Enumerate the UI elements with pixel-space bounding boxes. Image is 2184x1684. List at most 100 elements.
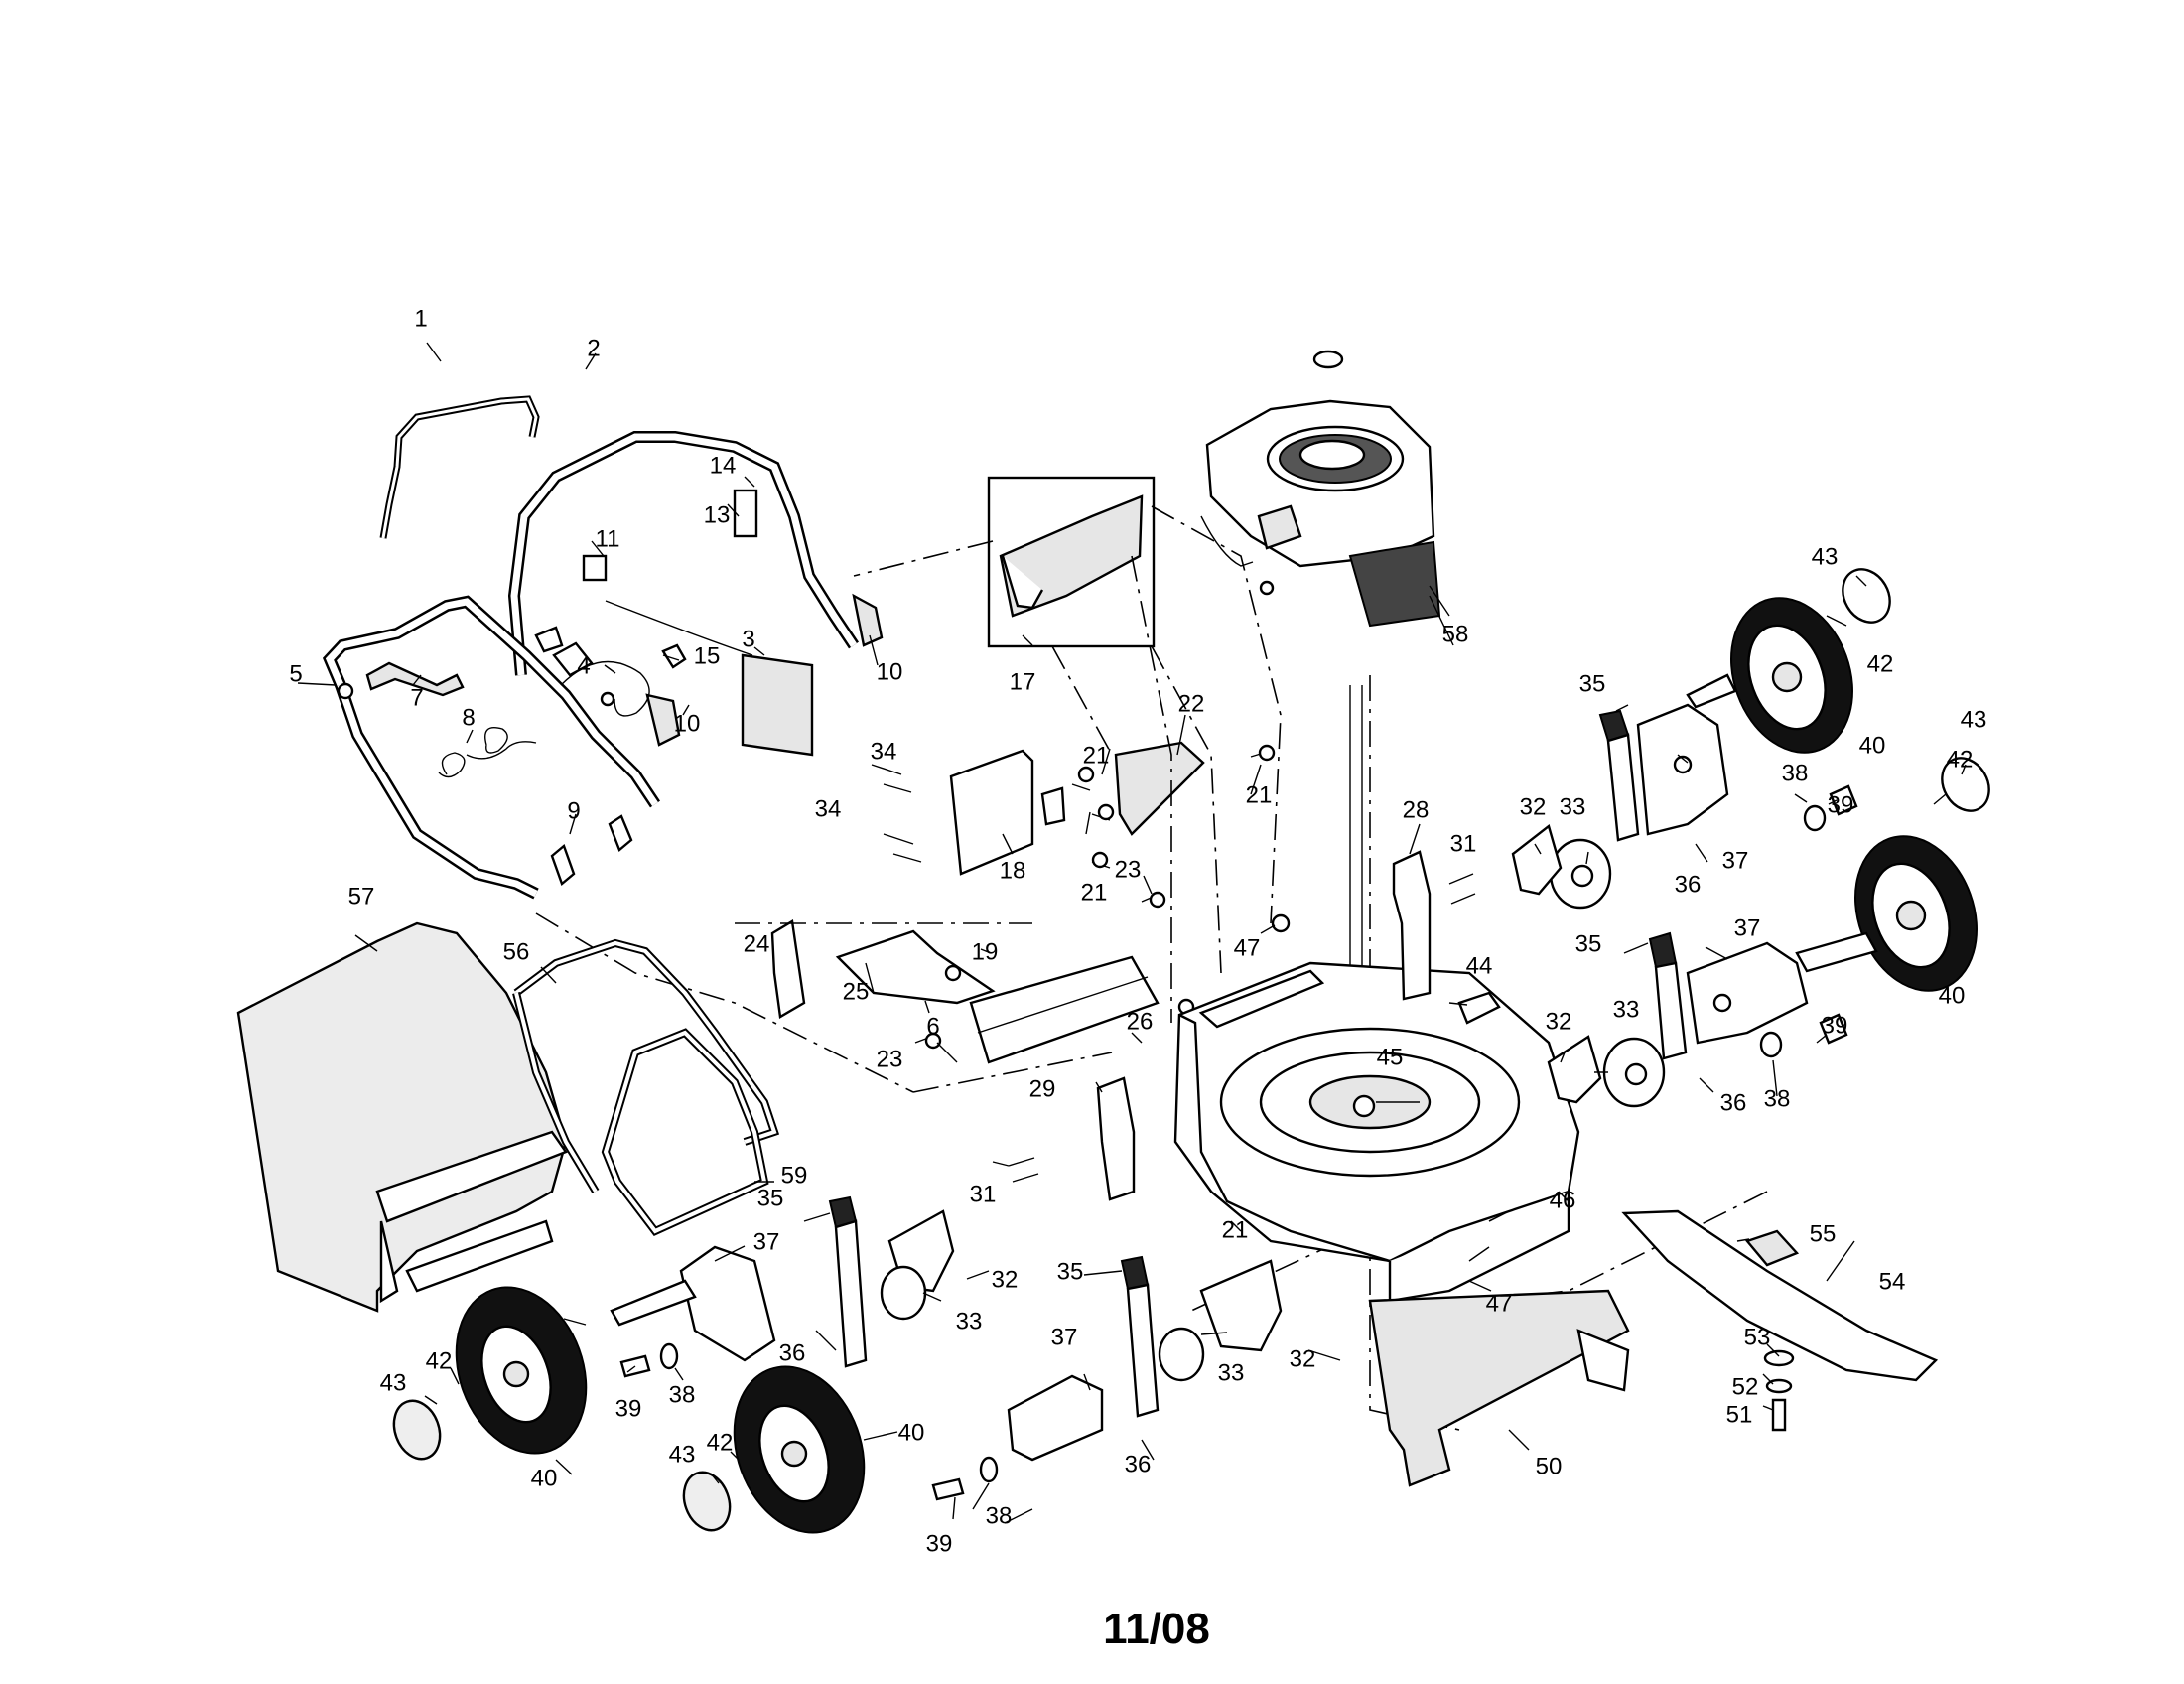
callout-31: 31 [1450, 830, 1477, 857]
callout-34: 34 [871, 738, 897, 765]
blade-part-54 [1621, 1209, 1939, 1382]
callout-32: 32 [992, 1266, 1019, 1293]
callout-43: 43 [380, 1369, 407, 1396]
callout-25: 25 [843, 978, 870, 1005]
callout-32: 32 [1546, 1008, 1572, 1035]
callout-44: 44 [1466, 952, 1493, 979]
callout-57: 57 [348, 883, 375, 910]
nut-part-15 [661, 643, 687, 669]
lower-handle-part-5 [322, 595, 660, 900]
callout-37: 37 [753, 1228, 780, 1255]
callout-35: 35 [1057, 1258, 1084, 1285]
adjuster-assembly-right-lower [1547, 931, 1878, 1108]
callout-35: 35 [1575, 930, 1602, 957]
height-adjuster-part-29 [1008, 1076, 1136, 1201]
callout-29: 29 [1029, 1075, 1056, 1102]
blade-adapter-part-55 [1744, 1229, 1800, 1267]
callout-38: 38 [669, 1381, 696, 1408]
callout-42: 42 [1867, 650, 1894, 677]
callout-11: 11 [596, 525, 620, 552]
callout-21: 21 [1222, 1216, 1249, 1243]
callout-38: 38 [1782, 760, 1809, 786]
wheel-front-left-upper [455, 1286, 588, 1455]
adjuster-assembly-right-upper [1511, 673, 1858, 910]
engine-part-58 [1200, 350, 1441, 1122]
callout-19: 19 [972, 938, 999, 965]
callout-10: 10 [674, 710, 701, 737]
callout-1: 1 [414, 305, 427, 332]
bracket-assembly-part-17 [987, 476, 1156, 648]
callout-37: 37 [1734, 914, 1761, 941]
callout-58: 58 [1442, 621, 1469, 647]
callout-5: 5 [289, 660, 302, 687]
height-adjuster-part-28 [1392, 850, 1476, 1001]
callout-43: 43 [1812, 543, 1839, 570]
callout-36: 36 [779, 1339, 806, 1366]
callout-40: 40 [898, 1419, 925, 1446]
rear-bracket-part-18 [949, 749, 1066, 876]
callout-40: 40 [1939, 982, 1966, 1009]
deflector-part-44 [1457, 991, 1501, 1025]
chute-part-3 [741, 653, 814, 757]
callout-47: 47 [1486, 1290, 1513, 1317]
cable-part-4 [534, 626, 650, 717]
callout-42: 42 [426, 1347, 453, 1374]
callout-4: 4 [577, 652, 590, 679]
callout-32: 32 [1520, 793, 1547, 820]
bolts-parts-21-23-34 [871, 744, 1291, 1050]
callout-13: 13 [704, 501, 731, 528]
clips-part-9 [550, 814, 633, 887]
callout-39: 39 [1828, 791, 1854, 818]
callout-40: 40 [531, 1465, 558, 1491]
callout-14: 14 [710, 452, 737, 479]
callout-leaders [297, 342, 1967, 1524]
callout-38: 38 [986, 1502, 1013, 1529]
bag-frame-part-56 [512, 938, 780, 1194]
callout-42: 42 [707, 1429, 734, 1456]
callout-47: 47 [1234, 934, 1261, 961]
callout-26: 26 [1127, 1008, 1154, 1035]
callout-51: 51 [1726, 1401, 1753, 1428]
callout-31: 31 [970, 1181, 997, 1207]
callout-2: 2 [587, 335, 600, 361]
callout-52: 52 [1732, 1373, 1759, 1400]
blade-housing-part-50 [1368, 1289, 1630, 1487]
callout-39: 39 [615, 1395, 642, 1422]
callout-36: 36 [1125, 1451, 1152, 1477]
callout-43: 43 [669, 1441, 696, 1468]
knob-bolt-part-7 [365, 661, 465, 697]
callout-39: 39 [1822, 1012, 1848, 1039]
washer-bolt-parts-51-52-53 [1763, 1349, 1795, 1432]
callout-18: 18 [1000, 857, 1026, 884]
callout-37: 37 [1722, 847, 1749, 874]
callout-3: 3 [742, 626, 754, 652]
callout-17: 17 [1010, 668, 1036, 695]
callout-28: 28 [1403, 796, 1430, 823]
callout-40: 40 [1859, 732, 1886, 759]
callout-53: 53 [1744, 1324, 1771, 1350]
rear-door-part-22 [1114, 741, 1205, 836]
callout-43: 43 [1961, 706, 1987, 733]
callout-36: 36 [1720, 1089, 1747, 1116]
callout-23: 23 [877, 1046, 903, 1072]
wheel-front-left-lower [733, 1365, 866, 1534]
callout-7: 7 [410, 684, 423, 711]
callout-35: 35 [1579, 670, 1606, 697]
callout-9: 9 [567, 797, 580, 824]
callout-56: 56 [503, 938, 530, 965]
rear-flap-part-26 [969, 955, 1160, 1064]
callout-33: 33 [956, 1308, 983, 1334]
callout-54: 54 [1879, 1268, 1906, 1295]
callout-42: 42 [1947, 746, 1974, 772]
callout-46: 46 [1550, 1187, 1576, 1213]
callout-39: 39 [926, 1530, 953, 1557]
callout-45: 45 [1377, 1044, 1404, 1070]
callout-59: 59 [781, 1162, 808, 1189]
upper-handle-part-2 [507, 431, 884, 747]
callout-35: 35 [757, 1185, 784, 1211]
callout-34: 34 [815, 795, 842, 822]
callout-38: 38 [1764, 1085, 1791, 1112]
callout-10: 10 [877, 658, 903, 685]
callout-labels: 1234578910101113141517181921212121222323… [289, 305, 1986, 1557]
callout-23: 23 [1115, 856, 1142, 883]
